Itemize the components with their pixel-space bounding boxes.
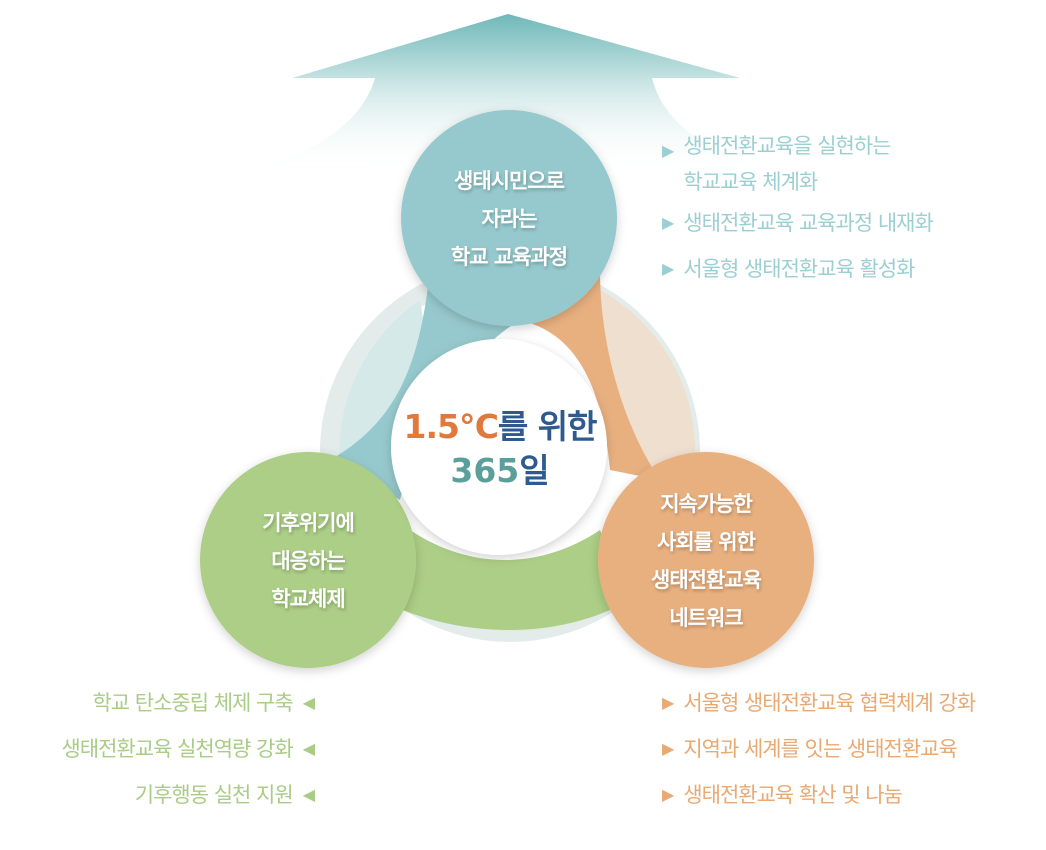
- label-line: 기후위기에: [262, 511, 355, 535]
- title-text: 를 위한: [497, 407, 598, 446]
- top-circle: [401, 110, 617, 326]
- title-text: 일: [519, 451, 550, 490]
- item-text: 서울형 생태전환교육 활성화: [683, 257, 915, 281]
- right-circle: [598, 452, 814, 668]
- item-text: 서울형 생태전환교육 협력체계 강화: [683, 691, 976, 715]
- triangle-right-icon: ▶: [662, 213, 674, 232]
- green-band: [380, 530, 630, 630]
- ring-orange-arc: [580, 290, 696, 470]
- list-item: 학교 탄소중립 체제 구축 ◀: [61, 680, 315, 726]
- label-line: 대응하는: [271, 549, 345, 573]
- triangle-right-icon: ▶: [662, 693, 674, 712]
- triangle-right-icon: ▶: [662, 785, 674, 804]
- list-item: ▶ 서울형 생태전환교육 협력체계 강화: [662, 680, 976, 726]
- triangle-left-icon: ◀: [302, 739, 315, 758]
- center-circle: [391, 339, 607, 555]
- item-text: 학교 탄소중립 체제 구축: [92, 691, 293, 715]
- item-text: 학교교육 체계화: [683, 170, 818, 194]
- ring-teal-arc: [339, 300, 430, 470]
- left-circle-label: 기후위기에 대응하는 학교체제: [208, 504, 408, 618]
- list-item: ▶ 서울형 생태전환교육 활성화: [662, 246, 933, 292]
- label-line: 사회를 위한: [657, 530, 756, 554]
- days-number: 365: [450, 451, 520, 490]
- orange-band: [520, 270, 660, 480]
- triangle-left-icon: ◀: [302, 785, 315, 804]
- list-item: 생태전환교육 실천역량 강화 ◀: [61, 726, 315, 772]
- right-list: ▶ 서울형 생태전환교육 협력체계 강화 ▶ 지역과 세계를 잇는 생태전환교육 ▶…: [662, 680, 976, 818]
- list-item: ▶ 생태전환교육 확산 및 나눔: [662, 772, 975, 818]
- temperature-number: 1.5℃: [403, 407, 499, 446]
- right-circle-label: 지속가능한 사회를 위한 생태전환교육 네트워크: [606, 485, 806, 637]
- label-line: 자라는: [481, 207, 538, 231]
- item-text: 생태전환교육 교육과정 내재화: [683, 211, 934, 235]
- triangle-left-icon: ◀: [302, 693, 315, 712]
- triangle-right-icon: ▶: [662, 739, 674, 758]
- label-line: 학교체제: [271, 587, 345, 611]
- item-text: 지역과 세계를 잇는 생태전환교육: [683, 737, 958, 761]
- label-line: 지속가능한: [660, 492, 753, 516]
- item-text: 생태전환교육 실천역량 강화: [61, 737, 293, 761]
- left-circle: [200, 452, 416, 668]
- left-list: 학교 탄소중립 체제 구축 ◀ 생태전환교육 실천역량 강화 ◀ 기후행동 실천 지…: [61, 680, 315, 818]
- list-item: 기후행동 실천 지원 ◀: [61, 772, 315, 818]
- list-item: ▶ 생태전환교육 교육과정 내재화: [662, 200, 934, 246]
- upward-arrow: [230, 14, 800, 175]
- item-text: 생태전환교육을 실현하는: [683, 134, 891, 158]
- list-item: ▶ 지역과 세계를 잇는 생태전환교육: [662, 726, 975, 772]
- label-line: 학교 교육과정: [450, 245, 568, 269]
- triangle-right-icon: ▶: [662, 259, 674, 278]
- top-circle-label: 생태시민으로 자라는 학교 교육과정: [409, 162, 609, 276]
- triangle-right-icon: ▶: [662, 141, 674, 160]
- item-text: 생태전환교육 확산 및 나눔: [683, 783, 903, 807]
- label-line: 생태시민으로: [454, 169, 565, 193]
- label-line: 네트워크: [669, 606, 743, 630]
- label-line: 생태전환교육: [651, 568, 762, 592]
- item-text: 기후행동 실천 지원: [134, 783, 294, 807]
- center-title: 1.5℃를 위한 365일: [400, 405, 600, 493]
